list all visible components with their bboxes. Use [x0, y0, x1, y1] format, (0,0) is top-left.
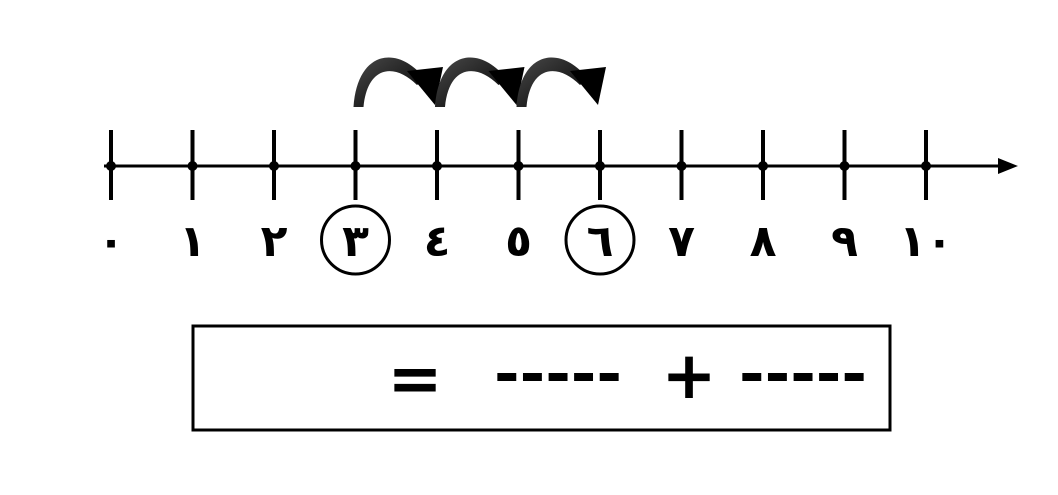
tick-label: ١ — [179, 216, 206, 267]
axis-arrowhead — [998, 158, 1018, 174]
jump-arrow — [435, 57, 525, 107]
jump-arrow — [353, 57, 443, 107]
tick-dot — [839, 161, 850, 171]
jump-arrows — [353, 57, 606, 107]
highlight-circle — [564, 204, 636, 276]
highlight-circles — [320, 204, 636, 276]
jump-arrow-head — [407, 67, 443, 105]
tick-dot — [187, 161, 198, 171]
equals-sign: = — [387, 340, 442, 417]
tick-dot — [106, 161, 116, 171]
tick-label: ٨ — [750, 216, 777, 267]
jump-arrow-body — [353, 57, 425, 107]
tick-dot — [676, 161, 687, 171]
plus-sign: + — [661, 337, 716, 414]
tick-label: ٥ — [505, 216, 532, 267]
tick-label: ٧ — [668, 216, 695, 267]
jump-arrow-head — [488, 67, 525, 105]
tick-label: ٤ — [424, 216, 451, 267]
tick-label: ٢ — [261, 216, 288, 267]
tick-dot — [350, 161, 361, 171]
jump-arrow-body — [435, 57, 507, 107]
tick-dot — [758, 161, 768, 171]
tick-label: ٠ — [98, 216, 125, 267]
tick-labels: ٠ ١ ٢ ٣ ٤ ٥ ٦ ٧ ٨ ٩ ١٠ — [98, 216, 953, 267]
tick-dot — [595, 161, 605, 171]
highlight-circle — [320, 204, 391, 276]
tick-label: ١٠ — [899, 216, 953, 267]
tick-dot — [921, 161, 931, 171]
tick-label: ٣ — [342, 216, 369, 267]
jump-arrow-body — [516, 57, 588, 107]
tick-dot — [513, 161, 524, 171]
tick-label: ٩ — [831, 216, 858, 267]
tick-dot — [269, 161, 279, 171]
jump-arrow — [516, 57, 606, 107]
blank-1[interactable]: ----- — [494, 342, 622, 407]
jump-arrow-head — [570, 67, 606, 105]
equation-box — [191, 324, 892, 432]
tick-label: ٦ — [587, 216, 614, 267]
tick-marks — [106, 130, 931, 200]
blank-2[interactable]: ----- — [739, 342, 867, 407]
tick-dot — [432, 161, 442, 171]
